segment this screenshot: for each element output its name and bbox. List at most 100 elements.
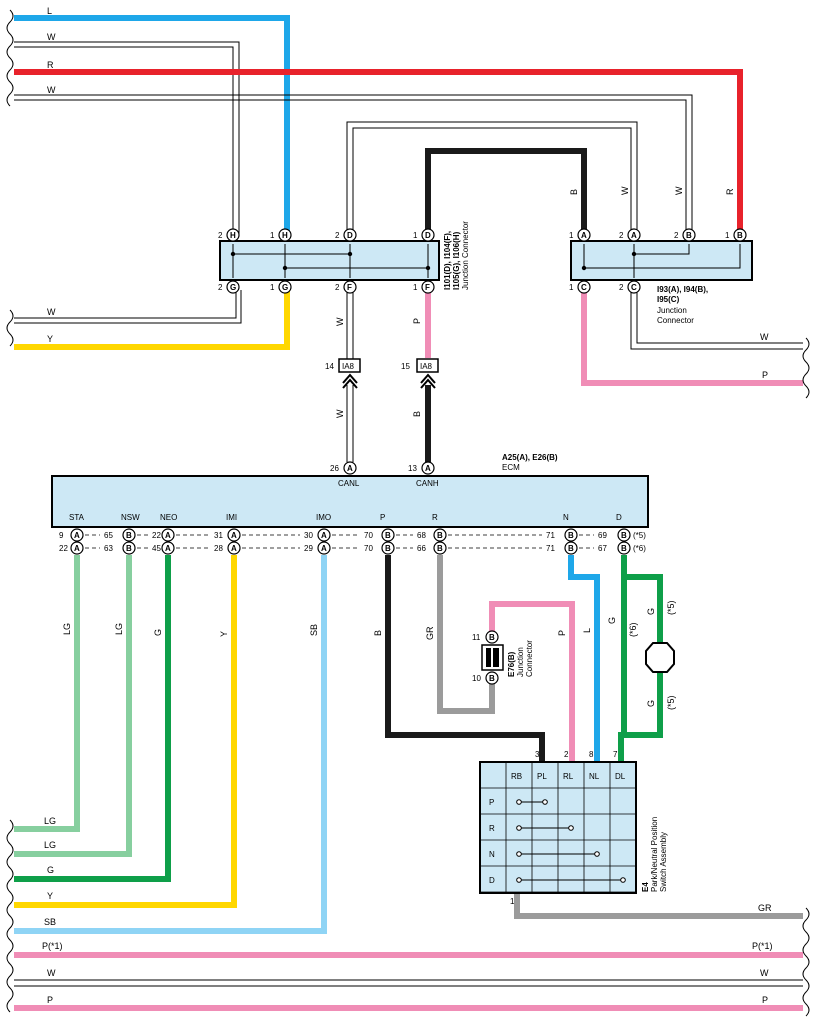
wire-w-loop-1 <box>346 121 638 230</box>
ecm-pin-circle <box>433 541 447 555</box>
ecm-pin-letter: B <box>126 544 132 553</box>
e4-row-label: D <box>489 876 495 885</box>
svg-text:A: A <box>581 231 587 240</box>
ecm-pin-letter: B <box>621 544 627 553</box>
ecm-pin-circle <box>381 541 395 555</box>
svg-text:H: H <box>230 231 236 240</box>
ecm-pin-number: 63 <box>104 544 113 553</box>
label-left-top-0: L <box>47 6 52 16</box>
wire-l-top <box>14 15 290 235</box>
ecm-signal-label: N <box>563 513 569 522</box>
svg-text:A: A <box>425 464 431 473</box>
junction-2-pin-top-4: 1 B <box>725 228 747 242</box>
junction-1-label: I101(D), I104(F), I105(G), I106(H) Junct… <box>443 221 470 290</box>
svg-text:ECM: ECM <box>502 463 520 472</box>
wire-w-mid-left <box>14 290 237 319</box>
label-ecm-down-2: G <box>153 629 163 636</box>
e4-column-header: PL <box>537 772 547 781</box>
svg-text:C: C <box>581 283 587 292</box>
ecm-signal-label: R <box>432 513 438 522</box>
ecm-pin-number: 68 <box>417 531 426 540</box>
svg-text:G: G <box>282 283 288 292</box>
label-mid-left-1: W <box>335 409 345 418</box>
ecm-pin-letter: A <box>74 531 80 540</box>
svg-text:7: 7 <box>613 750 618 759</box>
label-ecm-down-5: B <box>373 630 383 636</box>
e4-contact <box>516 825 522 831</box>
label-left-top-1: W <box>47 32 56 42</box>
e4-row-label: R <box>489 824 495 833</box>
e4-contact <box>516 851 522 857</box>
label-left-top-2: R <box>47 60 54 70</box>
label-vert-top-1: W <box>620 186 630 195</box>
ecm-pin-circle <box>381 528 395 542</box>
ecm-pin-circle <box>122 528 136 542</box>
svg-text:Park/Neutral Position: Park/Neutral Position <box>650 817 659 892</box>
label-left-bottom-0: LG <box>44 816 56 826</box>
label-right-mid-1: P <box>762 370 768 380</box>
label-ecm-down-1: LG <box>114 623 124 635</box>
ecm-pin-number: 45 <box>152 544 161 553</box>
ia8-connector-14: 14 IA8 <box>325 358 361 389</box>
ecm-pin-letter: B <box>568 531 574 540</box>
wire-w-mid-rightb <box>636 292 803 344</box>
svg-text:Junction Connector: Junction Connector <box>461 221 470 290</box>
svg-text:Switch Assembly: Switch Assembly <box>659 832 668 892</box>
junction-2-pin-bottom-2: 2 C <box>619 280 641 294</box>
ecm-pin-circle <box>122 541 136 555</box>
e4-row-label: N <box>489 850 495 859</box>
ecm-pin-letter: B <box>126 531 132 540</box>
ecm-pin-letter: A <box>74 544 80 553</box>
label-right-bottom-0: GR <box>758 903 772 913</box>
ecm-signal-label: D <box>616 513 622 522</box>
svg-text:1: 1 <box>413 231 418 240</box>
junction-1-pin-top-2: 1 H <box>270 228 292 242</box>
svg-text:B: B <box>737 231 743 240</box>
svg-text:2: 2 <box>335 231 340 240</box>
break-mark-left-mid <box>6 309 14 347</box>
junction-1-dot-4 <box>425 265 431 271</box>
e4-contact <box>516 799 522 805</box>
ecm-pin-number: 9 <box>59 531 64 540</box>
svg-text:E76(B): E76(B) <box>507 651 516 677</box>
junction-1-pin-top-4: 1 D <box>413 228 435 242</box>
wire-w-loop-1b <box>352 127 632 230</box>
label-g-note-1: G <box>646 608 656 615</box>
e4-pin-numbers: 3 2 8 7 1 <box>510 750 618 906</box>
e4-column-header: RL <box>563 772 574 781</box>
e4-contact <box>542 799 548 805</box>
label-left-bottom-3: Y <box>47 891 53 901</box>
optional-part-octagon <box>645 642 675 673</box>
svg-text:1: 1 <box>569 283 574 292</box>
label-g-note-0: (*6) <box>628 622 638 637</box>
ecm-pin-letter: A <box>231 544 237 553</box>
ecm-pin-circle <box>161 541 175 555</box>
label-mid-right-1: B <box>412 411 422 417</box>
svg-text:CANH: CANH <box>416 479 439 488</box>
label-ecm-down-9: G <box>607 617 617 624</box>
svg-text:A: A <box>631 231 637 240</box>
label-mid-left-0: W <box>335 317 345 326</box>
svg-text:Connector: Connector <box>657 316 694 325</box>
ecm-pin-letter: A <box>321 531 327 540</box>
junction-2-dot-2 <box>581 265 587 271</box>
svg-text:2: 2 <box>674 231 679 240</box>
junction-2-pin-top-2: 2 A <box>619 228 641 242</box>
ecm-pin-circle <box>433 528 447 542</box>
svg-text:Connector: Connector <box>525 640 534 677</box>
junction-1-pin-bottom-1: 2 G <box>218 280 240 294</box>
junction-1-pin-bottom-3: 2 F <box>335 280 357 294</box>
svg-text:3: 3 <box>535 750 540 759</box>
svg-text:1: 1 <box>725 231 730 240</box>
svg-text:H: H <box>282 231 288 240</box>
e4-column-header: DL <box>615 772 626 781</box>
wire-w-top-1b <box>14 46 234 235</box>
junction-1-pin-bottom-2: 1 G <box>270 280 292 294</box>
ecm-signal-label: NEO <box>160 513 177 522</box>
ecm-pin-number: 69 <box>598 531 607 540</box>
ecm-pin-letter: B <box>621 531 627 540</box>
label-left-bottom-4: SB <box>44 917 56 927</box>
junction-1-pin-top-3: 2 D <box>335 228 357 242</box>
